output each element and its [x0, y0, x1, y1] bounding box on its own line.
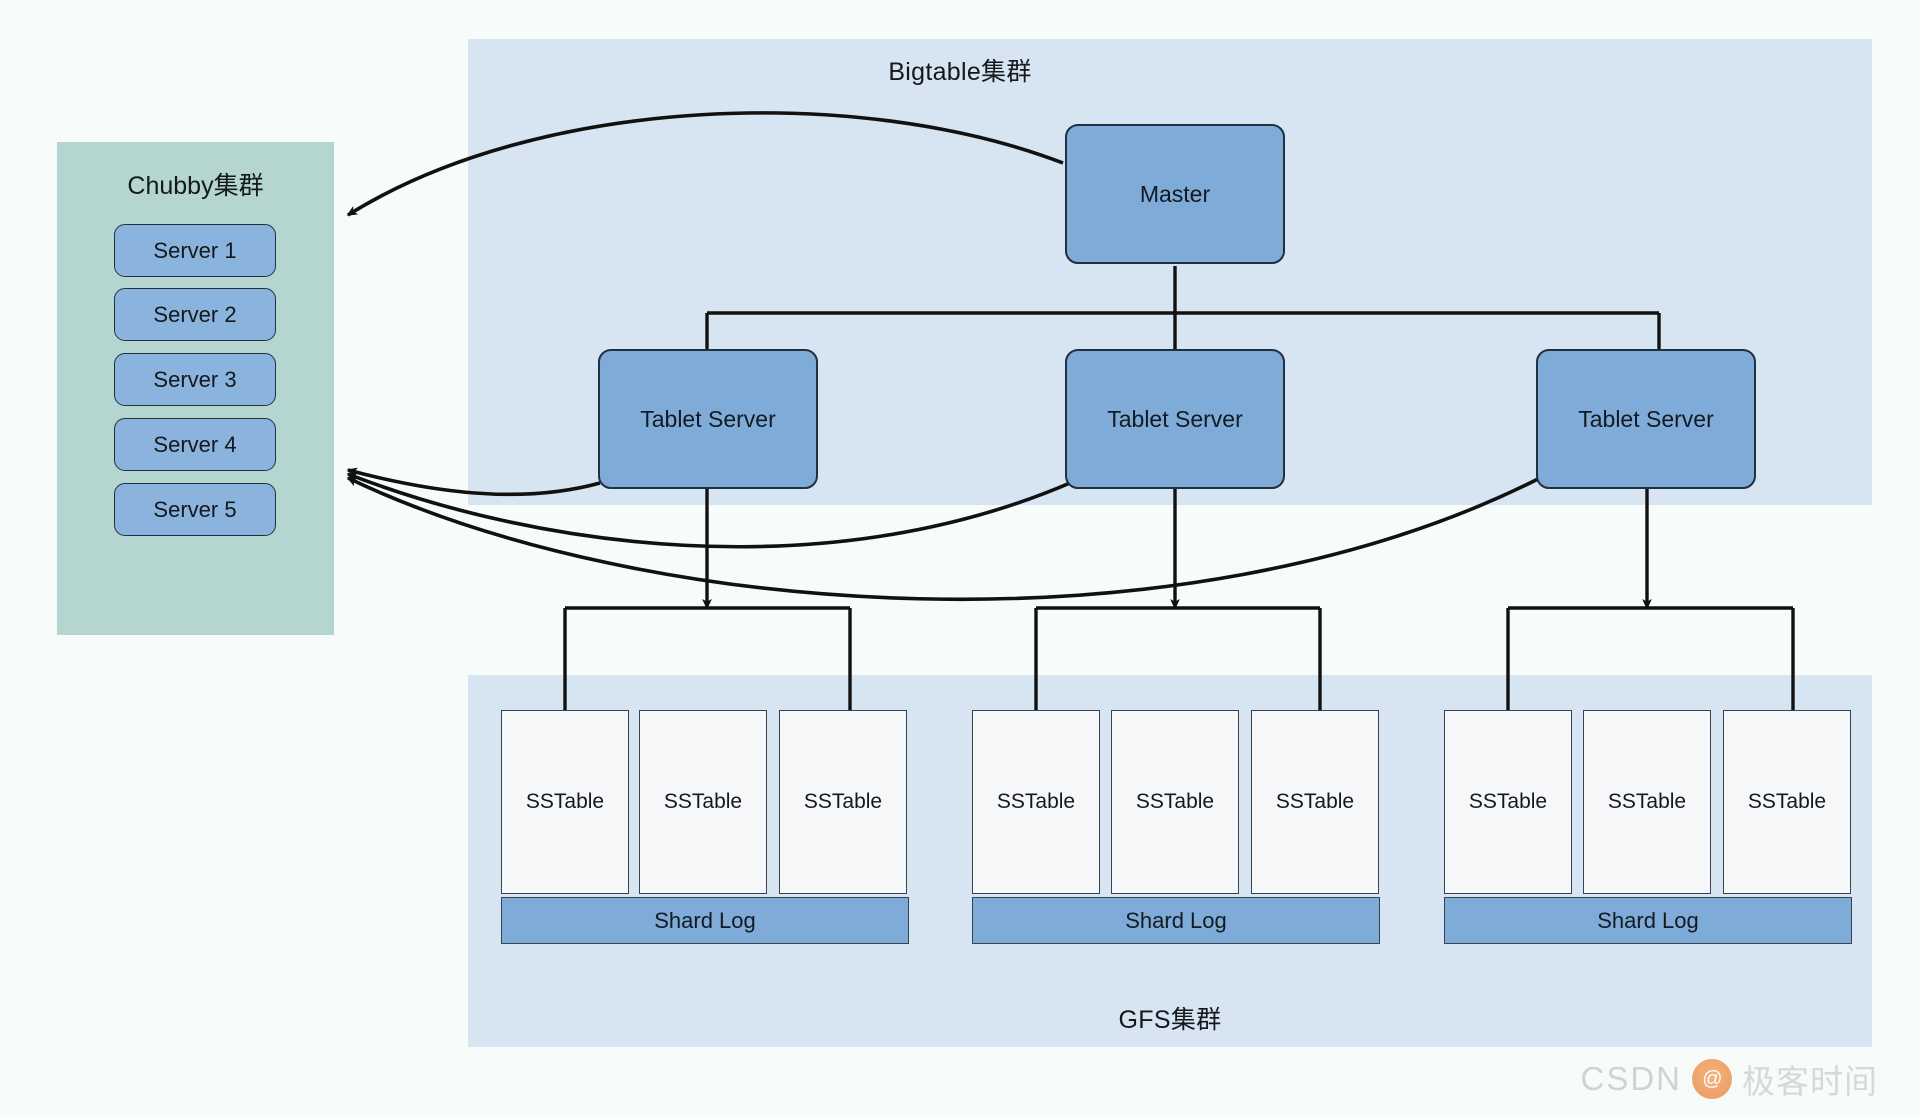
shard-log-box[interactable]: Shard Log [501, 897, 909, 944]
sstable-box[interactable]: SSTable [1251, 710, 1379, 894]
csdn-brand-text: CSDN [1580, 1060, 1682, 1097]
sstable-box[interactable]: SSTable [1111, 710, 1239, 894]
sstable-box[interactable]: SSTable [639, 710, 767, 894]
at-symbol-icon: @ [1692, 1059, 1732, 1099]
bigtable-cluster-title: Bigtable集群 [888, 58, 1032, 86]
chubby-server-1[interactable]: Server 1 [114, 224, 276, 277]
chubby-server-2[interactable]: Server 2 [114, 288, 276, 341]
tablet-server-node-2[interactable]: Tablet Server [1065, 349, 1285, 489]
shard-log-box[interactable]: Shard Log [972, 897, 1380, 944]
csdn-watermark: CSDN @ 极客时间 [1580, 1055, 1878, 1103]
tablet-server-node-3[interactable]: Tablet Server [1536, 349, 1756, 489]
chubby-server-5[interactable]: Server 5 [114, 483, 276, 536]
sstable-box[interactable]: SSTable [1583, 710, 1711, 894]
bigtable-master-node[interactable]: Master [1065, 124, 1285, 264]
chubby-server-4[interactable]: Server 4 [114, 418, 276, 471]
sstable-box[interactable]: SSTable [779, 710, 907, 894]
csdn-account-name: 极客时间 [1742, 1063, 1878, 1100]
gfs-cluster-title: GFS集群 [1118, 1006, 1222, 1034]
chubby-cluster-title: Chubby集群 [127, 172, 264, 200]
sstable-box[interactable]: SSTable [1723, 710, 1851, 894]
sstable-box[interactable]: SSTable [501, 710, 629, 894]
tablet-server-node-1[interactable]: Tablet Server [598, 349, 818, 489]
shard-log-box[interactable]: Shard Log [1444, 897, 1852, 944]
chubby-server-3[interactable]: Server 3 [114, 353, 276, 406]
sstable-box[interactable]: SSTable [1444, 710, 1572, 894]
sstable-box[interactable]: SSTable [972, 710, 1100, 894]
